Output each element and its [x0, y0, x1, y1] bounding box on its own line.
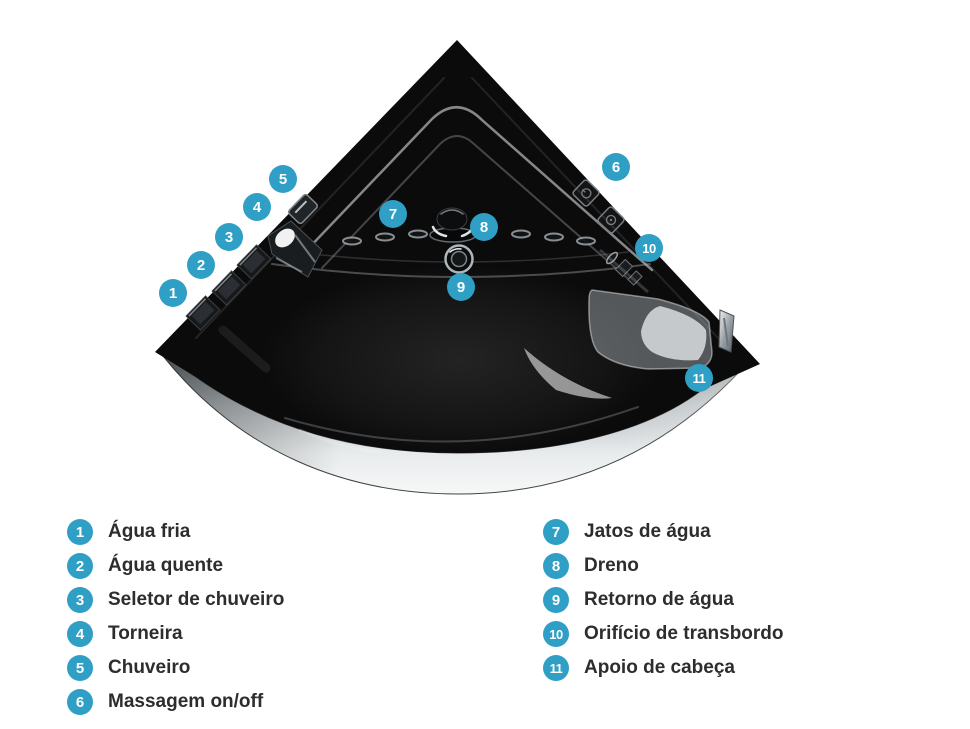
legend-item: 5 Chuveiro — [67, 655, 284, 681]
water-return-fitting — [444, 244, 474, 274]
bathtub-top-view-illustration — [155, 40, 760, 495]
legend-label: Chuveiro — [108, 657, 191, 678]
legend-item: 7 Jatos de água — [543, 519, 784, 545]
massage-button-icon — [597, 206, 625, 234]
legend-label: Dreno — [584, 555, 639, 576]
legend-number-badge: 7 — [543, 519, 569, 545]
legend-item: 8 Dreno — [543, 553, 784, 579]
legend-label: Massagem on/off — [108, 691, 264, 712]
faucet-controls — [185, 244, 272, 331]
legend-number-badge: 9 — [543, 587, 569, 613]
legend-column-right: 7 Jatos de água 8 Dreno 9 Retorno de águ… — [543, 519, 784, 689]
legend-column-left: 1 Água fria 2 Água quente 3 Seletor de c… — [67, 519, 284, 723]
legend-number-badge: 10 — [543, 621, 569, 647]
legend-label: Orifício de transbordo — [584, 623, 784, 644]
tub-inner-reflections — [195, 77, 721, 455]
legend-item: 9 Retorno de água — [543, 587, 784, 613]
water-jets — [342, 229, 596, 246]
touch-control-buttons — [572, 179, 625, 234]
legend-item: 4 Torneira — [67, 621, 284, 647]
shower-head-holder — [287, 193, 319, 225]
legend-number-badge: 8 — [543, 553, 569, 579]
legend-number-badge: 6 — [67, 689, 93, 715]
legend-label: Apoio de cabeça — [584, 657, 735, 678]
legend-number-badge: 5 — [67, 655, 93, 681]
bathtub-diagram: 1 2 3 4 5 6 7 8 9 10 — [155, 40, 760, 495]
legend-number-badge: 1 — [67, 519, 93, 545]
headrest-bracket — [718, 309, 735, 353]
faucet-spout — [267, 220, 323, 278]
legend-number-badge: 4 — [67, 621, 93, 647]
legend-item: 11 Apoio de cabeça — [543, 655, 784, 681]
legend-label: Água quente — [108, 555, 224, 576]
legend-number-badge: 11 — [543, 655, 569, 681]
legend-label: Torneira — [108, 623, 183, 644]
legend-label: Água fria — [108, 521, 191, 542]
legend-item: 2 Água quente — [67, 553, 284, 579]
drain-cap — [429, 207, 477, 243]
legend-label: Retorno de água — [584, 589, 734, 610]
legend-item: 3 Seletor de chuveiro — [67, 587, 284, 613]
headrest — [588, 289, 735, 370]
legend-number-badge: 2 — [67, 553, 93, 579]
legend-number-badge: 3 — [67, 587, 93, 613]
legend-label: Seletor de chuveiro — [108, 589, 285, 610]
overflow-fittings — [599, 248, 649, 294]
power-button-icon — [572, 179, 600, 207]
legend-label: Jatos de água — [584, 521, 711, 542]
legend-item: 6 Massagem on/off — [67, 689, 284, 715]
legend-item: 10 Orifício de transbordo — [543, 621, 784, 647]
legend-item: 1 Água fria — [67, 519, 284, 545]
